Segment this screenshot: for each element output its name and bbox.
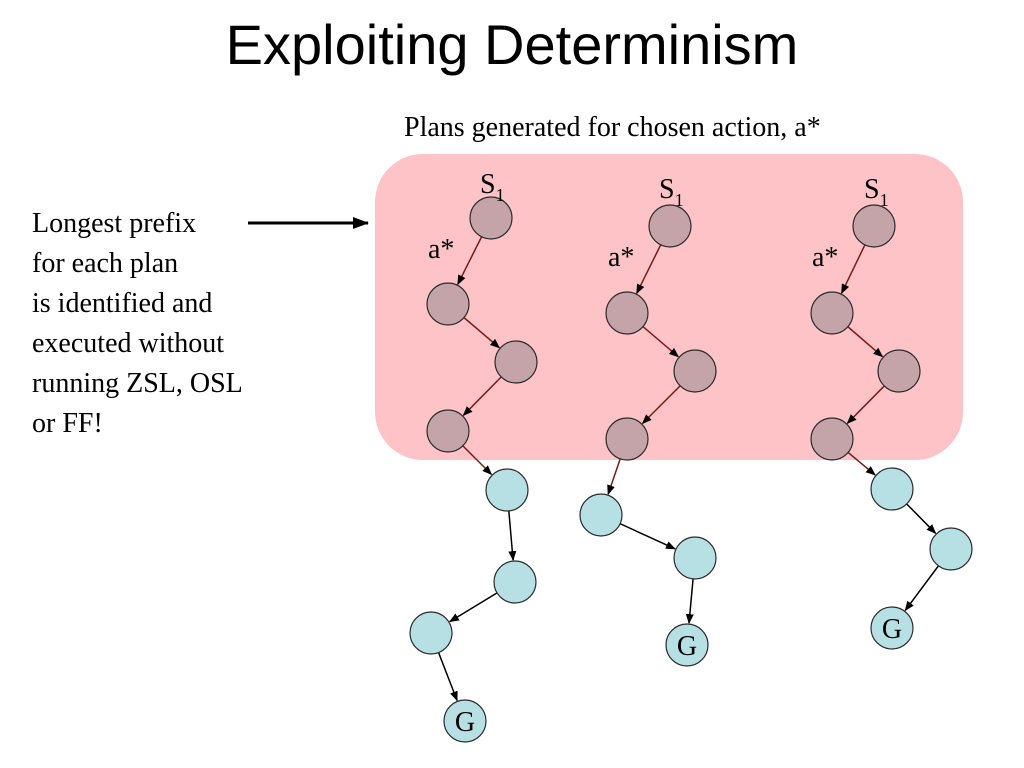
plan-3-state-node — [810, 417, 854, 461]
plan-1-state-node — [426, 282, 470, 326]
side-note-line: executed without — [32, 328, 225, 359]
start-state-subscript: 1 — [880, 190, 889, 210]
plan-2-state-node — [605, 417, 649, 461]
executed-prefix-region — [375, 154, 963, 460]
action-label: a* — [608, 242, 634, 273]
plan-1-state-node — [485, 468, 529, 512]
plan-1-state-node — [409, 611, 453, 655]
start-state-label: S1 — [659, 174, 684, 210]
start-state-subscript: 1 — [675, 190, 684, 210]
plan-2-state-node — [673, 349, 717, 393]
plan-1-state-node — [494, 340, 538, 384]
goal-label: G — [455, 707, 475, 738]
start-state-label: S1 — [864, 174, 889, 210]
plan-nodes — [409, 196, 973, 743]
side-note-line: running ZSL, OSL — [32, 368, 243, 399]
plan-2-start-node — [648, 204, 692, 248]
start-state-letter: S — [659, 174, 675, 205]
plan-2-state-node — [605, 291, 649, 335]
plan-1-state-node — [426, 409, 470, 453]
start-state-letter: S — [480, 169, 496, 200]
plan-2-goal-node — [665, 623, 709, 667]
plan-2-state-node — [673, 536, 717, 580]
plan-1-state-node — [493, 560, 537, 604]
plan-3-start-node — [852, 204, 896, 248]
action-label: a* — [428, 234, 454, 265]
plan-3-state-node — [870, 467, 914, 511]
plan-3-state-node — [810, 291, 854, 335]
plans-caption: Plans generated for chosen action, a* — [404, 112, 821, 143]
start-state-letter: S — [864, 174, 880, 205]
start-state-label: S1 — [480, 169, 505, 205]
plan-1-start-node — [469, 196, 513, 240]
side-note-line: Longest prefix — [32, 208, 197, 239]
side-note-line: or FF! — [32, 408, 103, 439]
start-state-subscript: 1 — [496, 185, 505, 205]
side-note: Longest prefix for each plan is identifi… — [32, 204, 243, 444]
slide-title: Exploiting Determinism — [225, 13, 799, 76]
plan-3-state-node — [877, 349, 921, 393]
action-label: a* — [812, 242, 838, 273]
plan-1-goal-node — [443, 699, 487, 743]
plan-2-state-node — [579, 493, 623, 537]
goal-label: G — [677, 631, 697, 662]
plan-3-state-node — [929, 527, 973, 571]
side-note-line: for each plan — [32, 248, 179, 279]
goal-label: G — [882, 614, 902, 645]
plan-3-goal-node — [870, 606, 914, 650]
side-note-line: is identified and — [32, 288, 213, 319]
